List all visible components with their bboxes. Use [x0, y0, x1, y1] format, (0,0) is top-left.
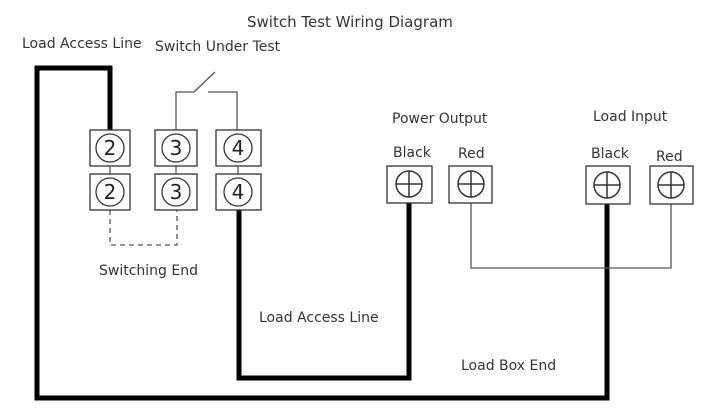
terminal-3-bottom: 3: [154, 173, 198, 211]
switching-end-dashed-link: [109, 210, 178, 246]
load-input-red-label: Red: [656, 149, 683, 165]
terminal-3-top-number: 3: [170, 136, 183, 160]
terminal-4-top-number: 4: [232, 136, 245, 160]
terminal-2-bottom-number: 2: [104, 180, 117, 204]
load-input-red-terminal: [649, 165, 694, 205]
power-output-black-label: Black: [393, 145, 432, 161]
terminal-4-bottom-number: 4: [232, 180, 245, 204]
power-output-label: Power Output: [392, 111, 488, 127]
terminal-3-top: 3: [154, 129, 198, 167]
terminal-4-top: 4: [215, 129, 262, 167]
switching-end-label: Switching End: [99, 263, 198, 279]
terminal-2-bottom: 2: [89, 173, 131, 211]
switch-lever: [193, 71, 216, 93]
power-output-red-label: Red: [458, 146, 485, 162]
terminal-4-bottom: 4: [215, 173, 262, 211]
diagram-title: Switch Test Wiring Diagram: [247, 13, 453, 31]
load-input-black-label: Black: [591, 146, 630, 162]
load-access-line-top-label: Load Access Line: [22, 36, 142, 52]
load-access-line-mid-label: Load Access Line: [259, 310, 379, 326]
terminal-2-top-number: 2: [104, 136, 117, 160]
terminal-3-bottom-number: 3: [170, 180, 183, 204]
terminal-2-top: 2: [89, 129, 131, 167]
load-input-black-terminal: [585, 165, 631, 205]
load-access-line-wire-outer: [34, 65, 610, 401]
load-input-label: Load Input: [593, 109, 668, 125]
red-red-wire: [470, 202, 672, 269]
power-output-black-terminal: [386, 165, 433, 204]
switch-under-test-wire-right: [208, 91, 238, 130]
load-access-line-wire-inner: [236, 195, 412, 381]
switch-under-test-label: Switch Under Test: [155, 39, 281, 55]
load-box-end-label: Load Box End: [461, 358, 556, 374]
power-output-red-terminal: [448, 165, 493, 204]
switch-under-test-wire: [175, 91, 194, 130]
